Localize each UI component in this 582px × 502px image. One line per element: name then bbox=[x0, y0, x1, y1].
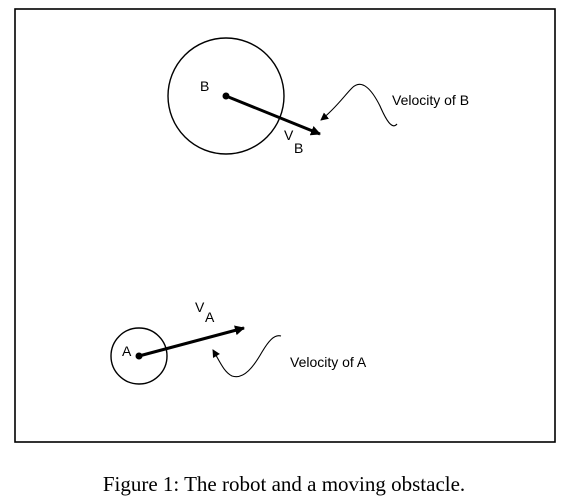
obstacle-b-velocity-arrow bbox=[225, 94, 321, 136]
obstacle-b-velocity-subscript: B bbox=[294, 140, 303, 156]
obstacle-b-velocity-annotation: Velocity of B bbox=[392, 92, 469, 108]
obstacle-b-label: B bbox=[200, 78, 209, 94]
figure-frame bbox=[14, 8, 556, 443]
robot-a-velocity-symbol: V bbox=[195, 299, 205, 315]
obstacle-b-circle bbox=[167, 37, 285, 155]
robot-a-circle bbox=[110, 327, 168, 385]
robot-a-velocity-pointer bbox=[212, 335, 282, 378]
robot-a-velocity-annotation: Velocity of A bbox=[290, 354, 367, 370]
robot-a-velocity-arrow bbox=[138, 325, 245, 358]
obstacle-b-velocity-pointer bbox=[320, 83, 398, 127]
figure-caption: Figure 1: The robot and a moving obstacl… bbox=[103, 472, 465, 496]
obstacle-b-velocity-symbol: V bbox=[284, 127, 294, 143]
robot-a-velocity-subscript: A bbox=[205, 309, 215, 325]
robot-a-label: A bbox=[122, 343, 132, 359]
